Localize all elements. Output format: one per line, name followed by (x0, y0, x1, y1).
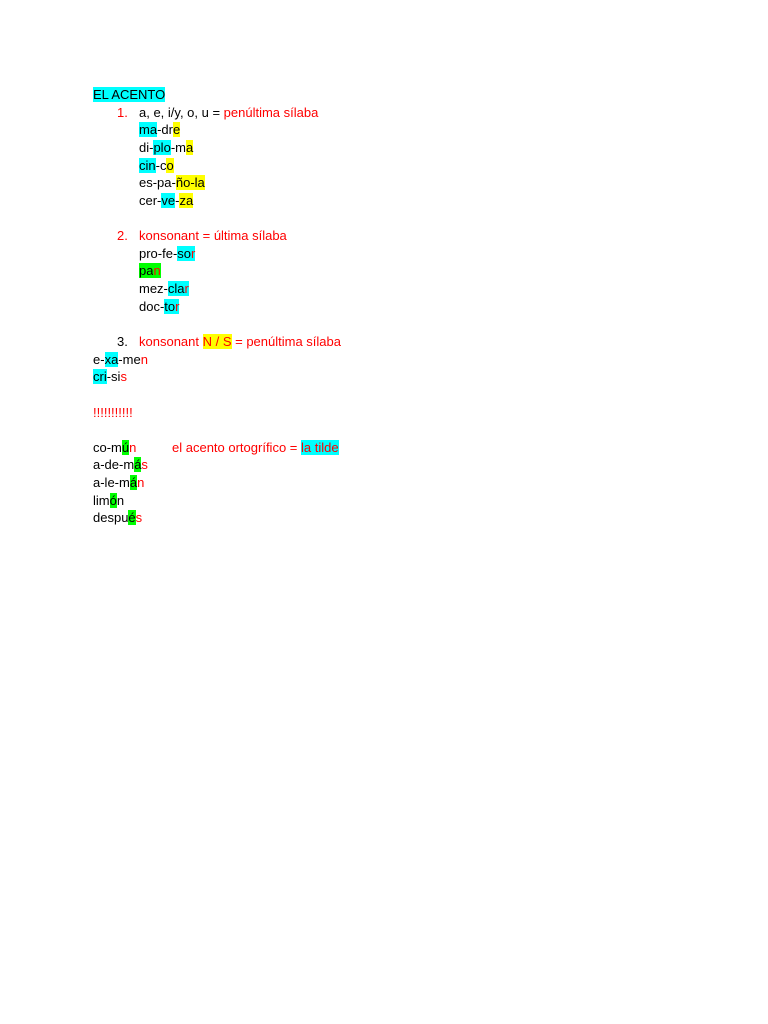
final-consonant: r (175, 298, 180, 314)
stressed-syllable: xa (104, 351, 119, 367)
tilde-definition-text: el acento ortogrífico = (172, 439, 301, 455)
rule-result: = penúltima sílaba (231, 333, 341, 349)
final-consonant: n (116, 492, 125, 508)
tilde-definition: el acento ortogrífico = la tilde (172, 439, 339, 457)
example-word: después (0, 509, 768, 527)
example-word: cer-ve-za (0, 192, 768, 210)
example-word: pan (0, 262, 768, 280)
rule-1: 1. a, e, i/y, o, u = penúltima sílaba (0, 104, 768, 122)
rule-condition: konsonant (139, 333, 203, 349)
example-word: di-plo-ma (0, 139, 768, 157)
example-word: a-de-más (0, 456, 768, 474)
accented-letter: ú (121, 439, 130, 455)
rule-letters: N / S (202, 333, 232, 349)
syllable-part: doc- (139, 298, 165, 314)
emphasis-marks: !!!!!!!!!!! (93, 404, 133, 420)
rule-2: 2. konsonant = última sílaba (0, 227, 768, 245)
syllable-part: -m (170, 139, 186, 155)
example-word: doc-tor (0, 298, 768, 316)
syllable-part: a-le-m (93, 475, 130, 491)
stressed-syllable: cri (93, 369, 107, 385)
highlighted-syllables: ño-la (175, 175, 205, 191)
rule-condition: konsonant = (139, 228, 214, 244)
blank-line (0, 315, 768, 333)
syllable-part: despu (93, 510, 129, 526)
rule-number: 1. (117, 104, 128, 120)
final-vowel: e (172, 122, 181, 138)
syllable-part: cer- (139, 192, 162, 208)
stressed-syllable: cin (139, 157, 156, 173)
syllable-part: lim (93, 492, 110, 508)
rule-result: penúltima sílaba (223, 104, 319, 120)
final-vowel: za (179, 192, 194, 208)
example-word: cin-co (0, 157, 768, 175)
final-consonant: s (135, 510, 143, 526)
stressed-syllable: so (177, 245, 192, 261)
rule-condition: a, e, i/y, o, u = (139, 104, 224, 120)
document-title: EL ACENTO (93, 87, 166, 102)
example-word: e-xa-men (0, 351, 768, 369)
syllable-part: pro-fe- (139, 245, 178, 261)
stressed-syllable: plo (153, 139, 171, 155)
stressed-syllable: ve (161, 192, 176, 208)
syllable-part: co-m (93, 439, 122, 455)
rule-number: 2. (117, 228, 128, 244)
example-word: co-mún el acento ortogrífico = la tilde (0, 439, 768, 457)
final-consonant: r (191, 245, 196, 261)
stressed-syllable: ma (139, 122, 158, 138)
final-consonant: n (153, 263, 161, 279)
syllable-part: e- (93, 351, 105, 367)
syllable-part: mez- (139, 281, 168, 297)
stressed-syllable: pa (139, 263, 154, 279)
syllable-part: -me (118, 351, 141, 367)
example-word: cri-sis (0, 368, 768, 386)
accented-letter: é (128, 510, 136, 526)
final-consonant: n (137, 475, 145, 491)
example-word: es-pa-ño-la (0, 174, 768, 192)
accented-letter: ó (109, 492, 117, 508)
syllable-part: es-pa- (139, 175, 176, 191)
blank-line (0, 209, 768, 227)
tilde-term: la tilde (301, 439, 339, 455)
syllable-part: a-de-m (93, 457, 135, 473)
syllable-part: di- (139, 139, 154, 155)
final-consonant: n (140, 351, 148, 367)
rule-3: 3. konsonant N / S = penúltima sílaba (0, 333, 768, 351)
blank-line (0, 386, 768, 404)
document-body: EL ACENTO 1. a, e, i/y, o, u = penúltima … (0, 86, 768, 527)
example-word: pro-fe-sor (0, 245, 768, 263)
example-word: mez-clar (0, 280, 768, 298)
final-consonant: s (120, 369, 127, 385)
example-word: ma-dre (0, 121, 768, 139)
syllable-part: - (175, 192, 180, 208)
example-word: limón (0, 492, 768, 510)
final-consonant: s (141, 457, 148, 473)
rule-number: 3. (117, 333, 128, 349)
stressed-syllable: cla (167, 281, 185, 297)
syllable-part: -dr (157, 122, 173, 138)
stressed-syllable: to (164, 298, 176, 314)
syllable-part: -c (155, 157, 167, 173)
blank-line (0, 421, 768, 439)
emphasis-line: !!!!!!!!!!! (0, 404, 768, 422)
rule-result: última sílaba (213, 228, 287, 244)
accented-letter: á (134, 457, 142, 473)
final-consonant: r (184, 281, 189, 297)
example-word: a-le-mán (0, 474, 768, 492)
title-line: EL ACENTO (0, 86, 768, 104)
final-vowel: o (166, 157, 174, 173)
final-consonant: n (129, 439, 137, 455)
syllable-part: -si (106, 369, 121, 385)
accented-letter: á (129, 475, 138, 491)
final-vowel: a (185, 139, 194, 155)
